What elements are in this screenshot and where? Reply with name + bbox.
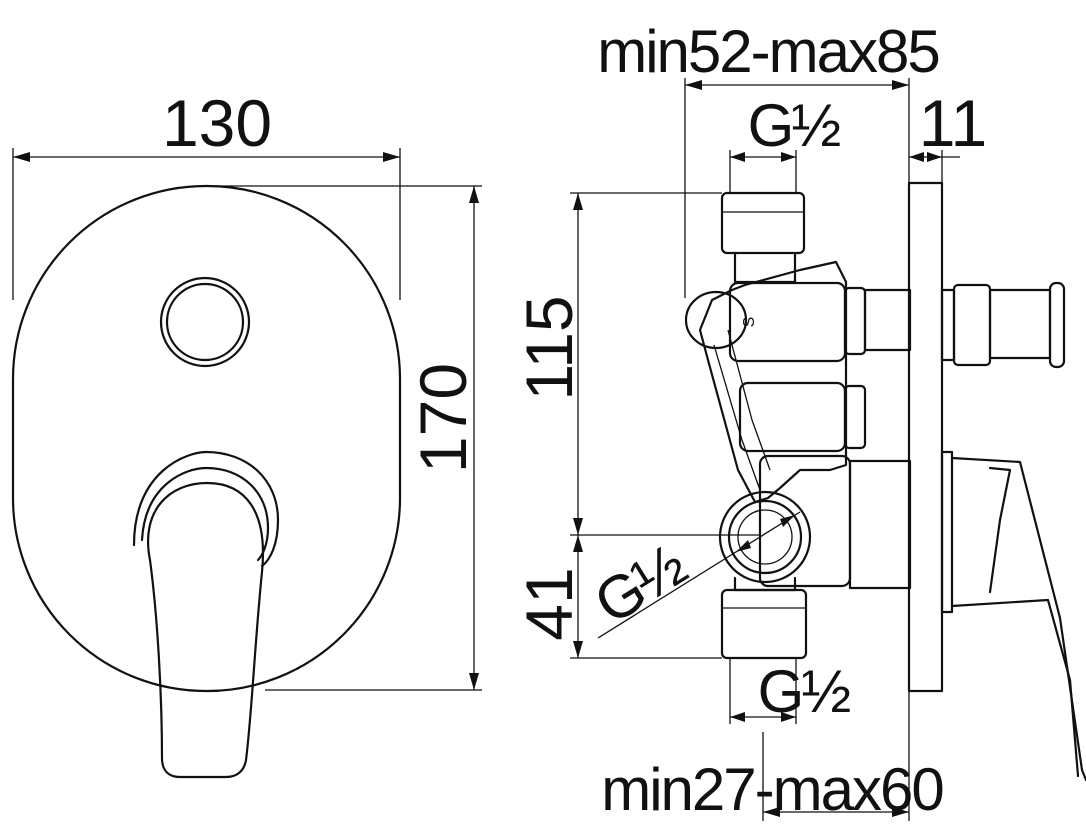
- valve-marking: S: [741, 317, 758, 328]
- wall-plate: [907, 181, 944, 693]
- plate-thickness-label: 11: [919, 86, 988, 160]
- lever-base-inner: [140, 466, 270, 562]
- width-arrow-right: [383, 152, 400, 162]
- cartridge-middle-housing: [738, 381, 847, 453]
- inlet-top-thread-label: G½: [748, 92, 841, 159]
- depth-top-arrow-left: [685, 80, 702, 90]
- cartridge-middle-nut: [843, 384, 867, 450]
- bottom-outlet-neck: [733, 576, 797, 592]
- side-inlet-port-outer: [718, 490, 812, 584]
- width-label: 130: [162, 86, 272, 160]
- side-inlet-port-inner: [737, 509, 793, 565]
- height-upper-label: 115: [512, 295, 586, 400]
- diverter-knob-inner: [165, 282, 245, 362]
- depth-top-arrow-right: [892, 80, 909, 90]
- side-inlet-arrow-a: [736, 540, 751, 552]
- top-inlet-neck: [733, 251, 797, 284]
- lever-side: [940, 450, 1086, 782]
- height-arrow-top: [469, 186, 479, 203]
- cover-plate-outline: [11, 184, 402, 693]
- side-port-upper: [684, 290, 748, 350]
- depth-bottom-arrow-left: [763, 807, 780, 817]
- height-lower-arrow-top: [573, 535, 583, 552]
- height-upper-arrow-top: [573, 193, 583, 210]
- cartridge-upper-stem: [863, 288, 912, 352]
- height-lower-arrow-bottom: [573, 641, 583, 658]
- bottom-outlet-fitting: [720, 588, 808, 660]
- depth-bottom-arrow-right: [892, 807, 909, 817]
- cartridge-upper-nut: [843, 286, 867, 356]
- outlet-bottom-thread-label: G½: [758, 658, 851, 725]
- lever-handle-outline: [147, 481, 265, 779]
- inlet-top-arrow-right: [781, 152, 796, 162]
- depth-bottom-label: min27-max60: [601, 756, 943, 821]
- side-inlet-leader: [597, 511, 801, 639]
- diverter-knob-outer: [159, 276, 251, 368]
- inlet-top-arrow-left: [730, 152, 745, 162]
- lever-base-outline: [132, 450, 280, 568]
- front-view: 130 170: [11, 86, 482, 779]
- top-inlet-fitting: [720, 191, 806, 255]
- width-arrow-left: [13, 152, 30, 162]
- cartridge-lower-body: [848, 459, 912, 590]
- plate-arrow-left: [909, 152, 924, 162]
- side-view: S min52-max85 G½: [512, 18, 1086, 823]
- side-inlet-port-middle: [727, 499, 803, 575]
- outlet-bottom-arrow-right: [781, 712, 796, 722]
- cartridge-lower-housing: [758, 454, 852, 588]
- height-arrow-bottom: [469, 673, 479, 690]
- height-lower-label: 41: [512, 567, 586, 640]
- plate-arrow-right: [927, 152, 942, 162]
- side-inlet-arrow-b: [780, 515, 795, 527]
- diverter-knob-side: [940, 281, 1066, 369]
- outlet-bottom-arrow-left: [730, 712, 745, 722]
- depth-top-label: min52-max85: [597, 18, 939, 85]
- height-label: 170: [406, 363, 480, 473]
- height-upper-arrow-bottom: [573, 518, 583, 535]
- side-inlet-thread-label: G½: [583, 531, 697, 637]
